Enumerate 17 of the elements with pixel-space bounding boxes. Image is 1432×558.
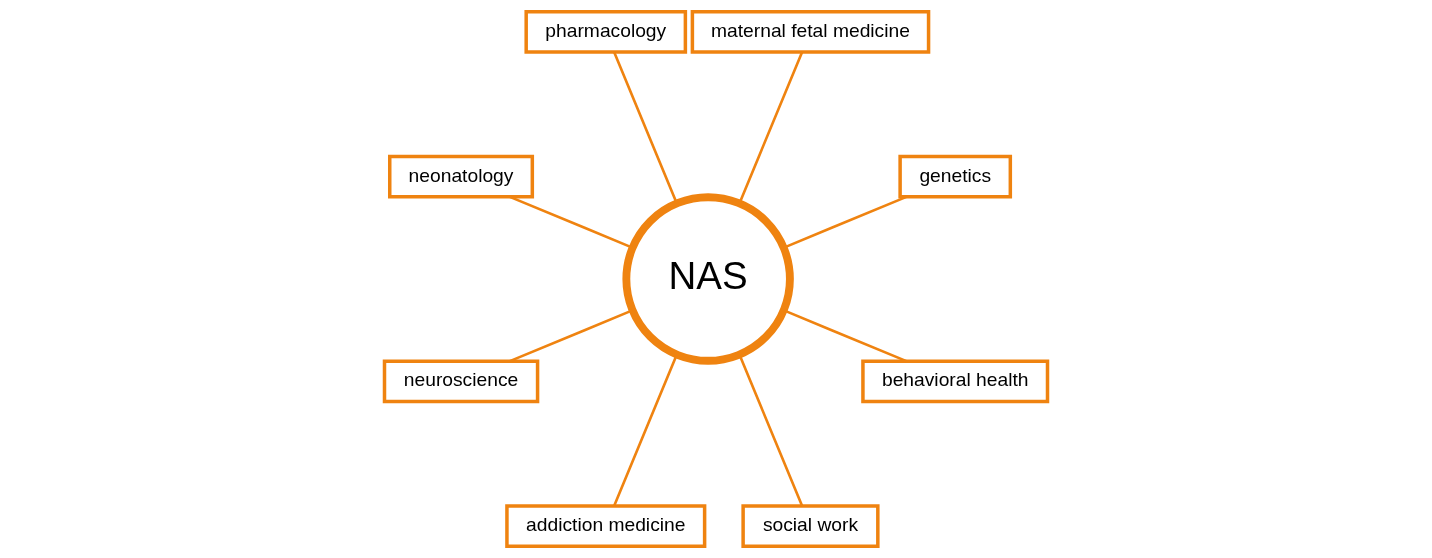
node-box: maternal fetal medicine: [690, 10, 931, 54]
node-box: genetics: [898, 154, 1013, 199]
connector: [738, 354, 804, 507]
node-circle: NAS: [622, 193, 794, 365]
connector: [509, 195, 633, 249]
node-box: addiction medicine: [505, 504, 707, 548]
connector: [613, 51, 678, 204]
node-box: social work: [741, 504, 880, 548]
connector: [783, 309, 907, 363]
node-box: neonatology: [388, 154, 535, 199]
node-box: neuroscience: [382, 359, 540, 404]
node-box: pharmacology: [524, 10, 688, 54]
connector: [738, 51, 804, 204]
node-box: behavioral health: [861, 359, 1050, 404]
connector: [613, 354, 678, 507]
connector: [783, 195, 907, 249]
connector: [509, 309, 633, 363]
